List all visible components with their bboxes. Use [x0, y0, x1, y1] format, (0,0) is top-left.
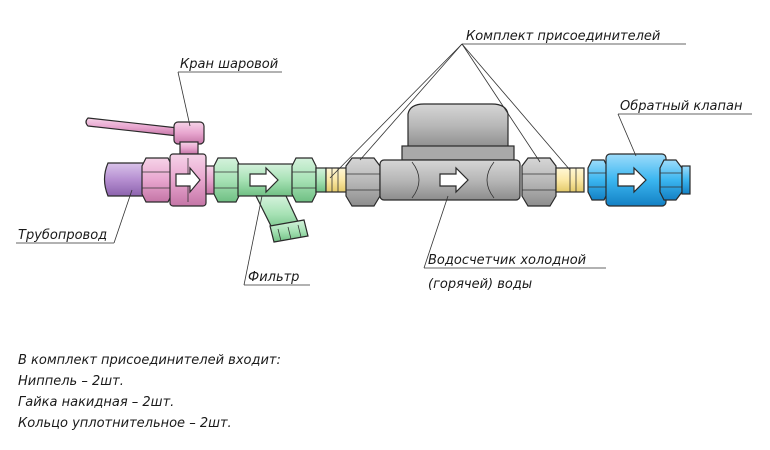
connector-right — [521, 157, 585, 207]
label-meter-line2: (горячей) воды — [428, 277, 532, 292]
label-filter: Фильтр — [248, 270, 299, 285]
water-meter — [379, 103, 521, 201]
nut-right — [521, 157, 557, 207]
label-kit: Комплект присоединителей — [466, 29, 660, 44]
label-pipeline: Трубопровод — [18, 228, 107, 243]
y-filter — [237, 163, 309, 243]
ball-valve — [85, 117, 221, 207]
notes-title: В комплект присоединителей входит: — [18, 353, 281, 368]
leader-lines — [16, 43, 752, 286]
label-ball-valve: Кран шаровой — [180, 57, 278, 72]
filter-nut-left — [213, 157, 241, 203]
notes-item: Гайка накидная – 2шт. — [18, 395, 174, 410]
meter-dome — [407, 103, 509, 149]
notes-item: Кольцо уплотнительное – 2шт. — [18, 416, 232, 431]
filter-nut-right — [291, 157, 327, 203]
notes-block: В комплект присоединителей входит: Ниппе… — [18, 353, 281, 431]
connector-left — [325, 157, 381, 207]
label-check-valve: Обратный клапан — [620, 99, 743, 114]
check-valve — [587, 153, 691, 207]
label-meter-line1: Водосчетчик холодной — [428, 253, 586, 268]
nut-left — [345, 157, 381, 207]
notes-item: Ниппель – 2шт. — [18, 374, 124, 389]
